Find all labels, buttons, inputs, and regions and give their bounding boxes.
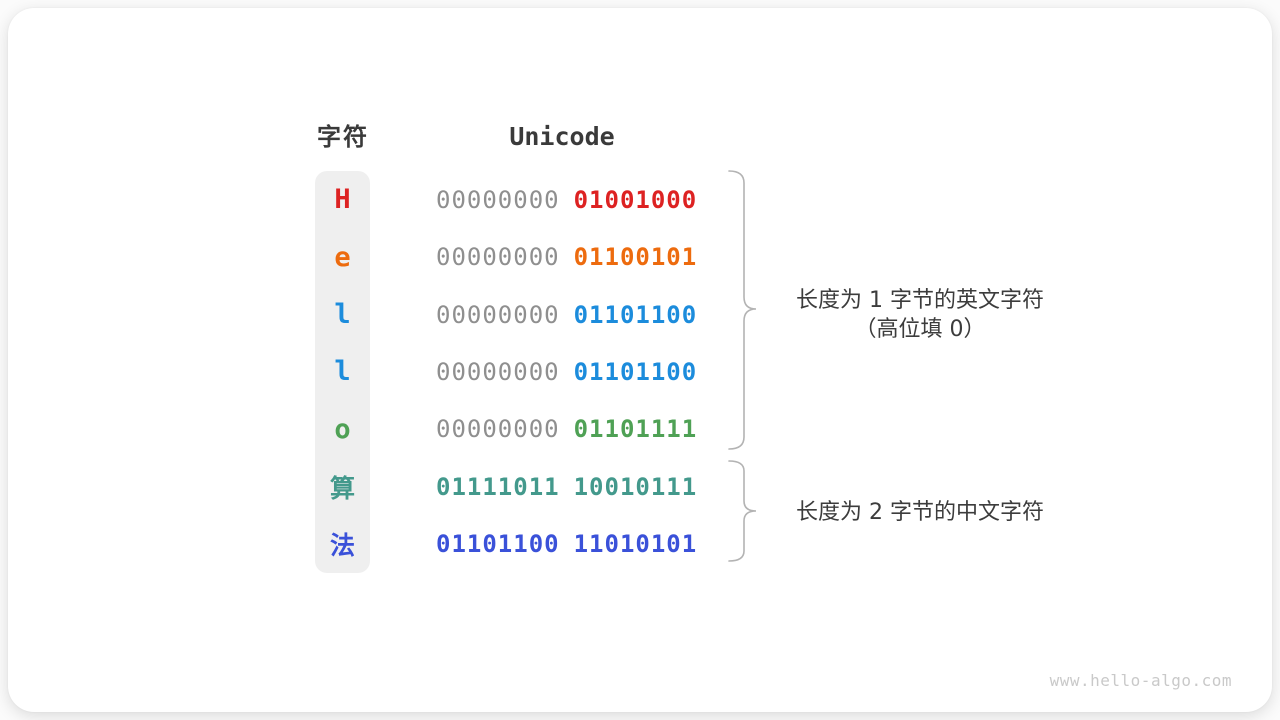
char-cell-h: H xyxy=(334,184,351,216)
byte-low: 01101111 xyxy=(573,415,698,444)
byte-high: 00000000 xyxy=(436,243,560,272)
watermark: www.hello-algo.com xyxy=(1049,671,1232,690)
byte-low: 01100101 xyxy=(573,243,698,272)
unicode-row-h: 00000000 01001000 xyxy=(436,171,736,228)
unicode-row-e: 00000000 01100101 xyxy=(436,228,736,285)
curly-brace-1byte-icon xyxy=(728,170,757,450)
byte-low: 10010111 xyxy=(573,472,698,501)
char-cell-l2: l xyxy=(334,356,351,388)
unicode-row-suan: 01111011 10010111 xyxy=(436,458,736,515)
curly-brace-2byte-icon xyxy=(728,460,757,562)
annotation-english-line2: （高位填 0） xyxy=(854,317,986,342)
byte-low: 01001000 xyxy=(573,185,698,214)
byte-low: 01101100 xyxy=(573,357,698,386)
unicode-row-fa: 01101100 11010101 xyxy=(436,516,736,573)
byte-high: 00000000 xyxy=(436,300,560,329)
unicode-column-header: Unicode xyxy=(509,122,615,151)
char-cell-fa: 法 xyxy=(329,531,355,561)
annotation-chinese-line1: 长度为 2 字节的中文字符 xyxy=(796,500,1044,525)
char-cell-suan: 算 xyxy=(329,473,355,503)
char-column-header: 字符 xyxy=(317,123,369,151)
unicode-row-o: 00000000 01101111 xyxy=(436,401,736,458)
figure-card: 字符 Unicode H e l l o 算 法 00000000 010010… xyxy=(8,8,1272,712)
annotation-english-line1: 长度为 1 字节的英文字符 xyxy=(796,288,1044,313)
byte-high: 00000000 xyxy=(436,185,560,214)
char-cell-l1: l xyxy=(334,299,351,331)
byte-high: 00000000 xyxy=(436,415,560,444)
char-cell-o: o xyxy=(334,413,351,445)
byte-high: 01111011 xyxy=(436,472,560,501)
unicode-row-l2: 00000000 01101100 xyxy=(436,343,736,400)
char-column: H e l l o 算 法 xyxy=(315,171,370,573)
unicode-row-l1: 00000000 01101100 xyxy=(436,286,736,343)
byte-high: 00000000 xyxy=(436,357,560,386)
annotation-english-chars: 长度为 1 字节的英文字符 （高位填 0） xyxy=(780,286,1060,344)
char-cell-e: e xyxy=(334,241,351,273)
byte-high: 01101100 xyxy=(436,530,560,559)
byte-low: 01101100 xyxy=(573,300,698,329)
byte-low: 11010101 xyxy=(573,530,698,559)
annotation-chinese-chars: 长度为 2 字节的中文字符 xyxy=(780,498,1060,527)
unicode-column: 00000000 01001000 00000000 01100101 0000… xyxy=(436,171,736,573)
